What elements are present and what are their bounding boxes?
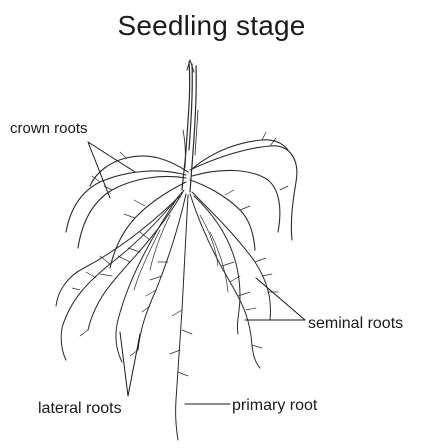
label-crown-roots: crown roots xyxy=(10,120,88,137)
label-lateral-roots: lateral roots xyxy=(38,400,122,418)
crown-roots xyxy=(66,140,297,268)
label-seminal-roots: seminal roots xyxy=(308,315,403,333)
label-primary-root: primary root xyxy=(232,397,317,415)
shoot-stem xyxy=(182,60,198,192)
